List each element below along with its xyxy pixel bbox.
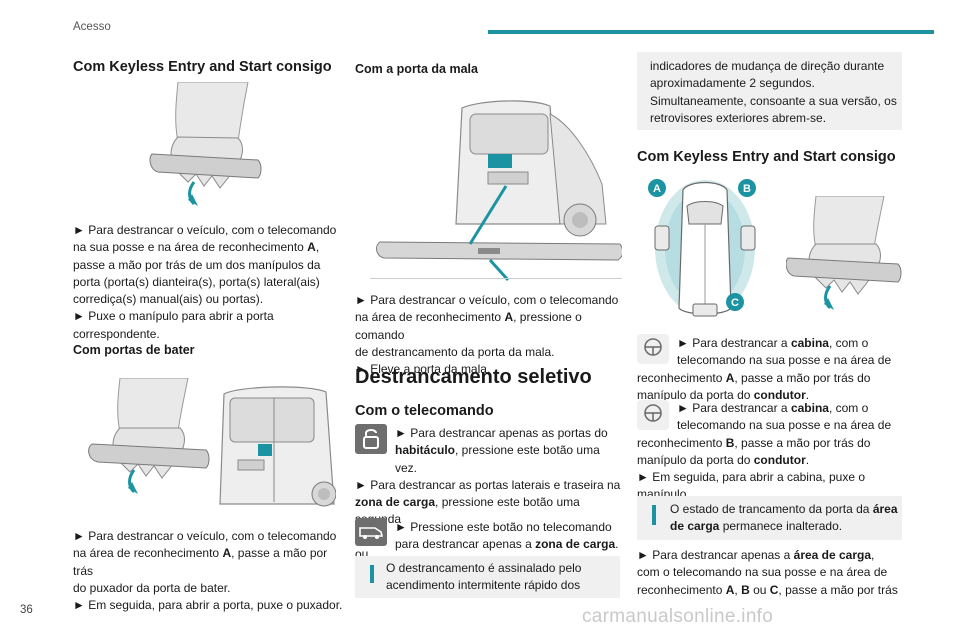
van-button-icon xyxy=(355,518,387,546)
steering-wheel-hand-icon-b xyxy=(637,400,669,430)
heading-tailgate: Com a porta da mala xyxy=(355,62,478,76)
zone-a-label: A xyxy=(653,183,661,195)
heading-swing-doors: Com portas de bater xyxy=(73,343,195,357)
watermark: carmanualsonline.info xyxy=(582,606,774,627)
tailgate-instructions: ► Para destrancar o veículo, com o telec… xyxy=(355,293,619,377)
header-accent-bar xyxy=(488,30,934,34)
tailgate-illustration xyxy=(370,100,622,282)
note-marker-col2 xyxy=(370,565,374,583)
hand-on-handle-illustration-col3 xyxy=(786,196,902,310)
note-text-col2: O destrancamento é assinalado pelo acend… xyxy=(386,561,582,593)
running-header: Acesso xyxy=(73,21,111,33)
heading-remote: Com o telecomando xyxy=(355,403,494,419)
section-title: Destrancamento seletivo xyxy=(355,366,592,388)
zone-c-label: C xyxy=(731,297,739,309)
note-text-col3: O estado de trancamento da porta da área… xyxy=(670,502,898,534)
zone-b-label: B xyxy=(743,183,751,195)
van-rear-doors-illustration xyxy=(219,386,336,507)
note-box-col3 xyxy=(637,496,902,540)
unlock-button-icon xyxy=(355,424,387,454)
cab-unlock-a-instructions: ► Para destrancar a cabina, com o teleco… xyxy=(637,336,892,402)
hand-on-rear-handle-illustration xyxy=(88,378,210,494)
page-number: 36 xyxy=(20,604,33,616)
heading-keyless-col3: Com Keyless Entry and Start consigo xyxy=(637,149,896,165)
note-box-continued xyxy=(637,52,902,130)
note-box-col2 xyxy=(355,556,620,598)
cargo-unlock-instructions: ► Para destrancar apenas a área de carga… xyxy=(637,548,898,597)
cab-unlock-b-instructions: ► Para destrancar a cabina, com o teleco… xyxy=(637,401,892,502)
note-marker-col3 xyxy=(652,505,656,525)
van-zones-diagram: A B C xyxy=(648,179,756,317)
hand-on-door-handle-illustration xyxy=(149,82,262,206)
keyless-instructions: ► Para destrancar o veículo, com o telec… xyxy=(73,223,337,341)
heading-keyless-col1: Com Keyless Entry and Start consigo xyxy=(73,59,332,75)
swing-door-instructions: ► Para destrancar o veículo, com o telec… xyxy=(73,529,343,613)
note-text-continued: indicadores de mudança de direção durant… xyxy=(650,59,897,125)
steering-wheel-hand-icon xyxy=(637,334,669,364)
cargo-button-instructions: ► Pressione este botão no telecomando pa… xyxy=(395,520,619,552)
